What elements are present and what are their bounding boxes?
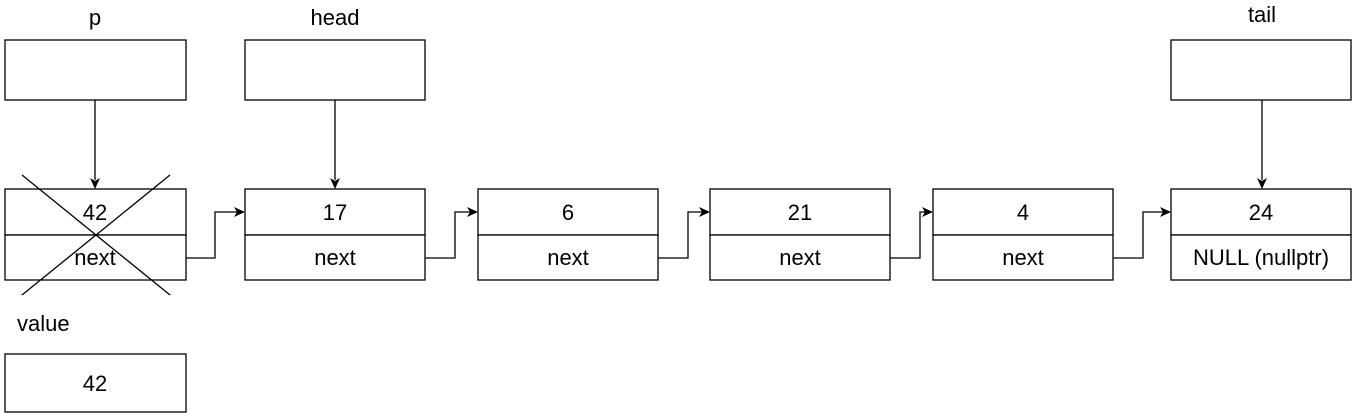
- value-variable: value 42: [4, 311, 187, 413]
- pointer-head-box: [244, 39, 426, 101]
- node-next: next: [74, 245, 116, 270]
- node-4: 4 next: [932, 188, 1114, 281]
- pointer-p-label: p: [89, 5, 101, 30]
- arrowhead-link-2-to-3: [699, 207, 710, 217]
- arrowhead-link-3-to-4: [922, 207, 933, 217]
- node-value: 42: [83, 200, 107, 225]
- pointer-tail-box: [1170, 39, 1352, 101]
- node-next-cell: [1170, 234, 1352, 281]
- node-5: 24 NULL (nullptr): [1170, 188, 1352, 281]
- value-variable-box: [4, 353, 187, 413]
- arrowhead-head: [330, 178, 340, 189]
- node-value-cell: [477, 188, 659, 236]
- pointer-tail-label: tail: [1248, 2, 1276, 27]
- node-value: 6: [562, 200, 574, 225]
- link-3-to-4: [890, 211, 925, 259]
- pointer-head-label: head: [311, 5, 360, 30]
- link-2-to-3: [658, 211, 702, 259]
- node-value-cell: [244, 188, 426, 236]
- node-3: 21 next: [709, 188, 891, 281]
- node-next: next: [547, 245, 589, 270]
- node-next: next: [314, 245, 356, 270]
- next-links: [186, 207, 1171, 259]
- node-next-cell: [709, 234, 891, 281]
- arrowhead-link-4-to-5: [1160, 207, 1171, 217]
- node-0: 42 next: [4, 174, 187, 296]
- link-4-to-5: [1113, 211, 1163, 259]
- node-value: 17: [323, 200, 347, 225]
- link-0-to-1: [186, 211, 237, 259]
- node-2: 6 next: [477, 188, 659, 281]
- value-variable-value: 42: [83, 371, 107, 396]
- node-value: 4: [1017, 200, 1029, 225]
- node-next-cell: [477, 234, 659, 281]
- node-value-cell: [709, 188, 891, 236]
- value-variable-label: value: [17, 311, 70, 336]
- cross-out-line-b: [21, 174, 171, 296]
- node-1: 17 next: [244, 188, 426, 281]
- node-next: next: [779, 245, 821, 270]
- node-value: 24: [1249, 200, 1273, 225]
- arrowhead-tail: [1257, 178, 1267, 189]
- pointer-tail: tail: [1170, 2, 1352, 101]
- link-1-to-2: [425, 211, 470, 259]
- pointer-head: head: [244, 5, 426, 101]
- node-value: 21: [788, 200, 812, 225]
- node-next: NULL (nullptr): [1193, 245, 1329, 270]
- node-next: next: [1002, 245, 1044, 270]
- arrowhead-p: [90, 178, 100, 189]
- arrowhead-link-0-to-1: [234, 207, 245, 217]
- pointer-arrows: [90, 100, 1267, 189]
- pointer-p-box: [4, 39, 187, 101]
- node-value-cell: [1170, 188, 1352, 236]
- pointer-p: p: [4, 5, 187, 101]
- arrowhead-link-1-to-2: [467, 207, 478, 217]
